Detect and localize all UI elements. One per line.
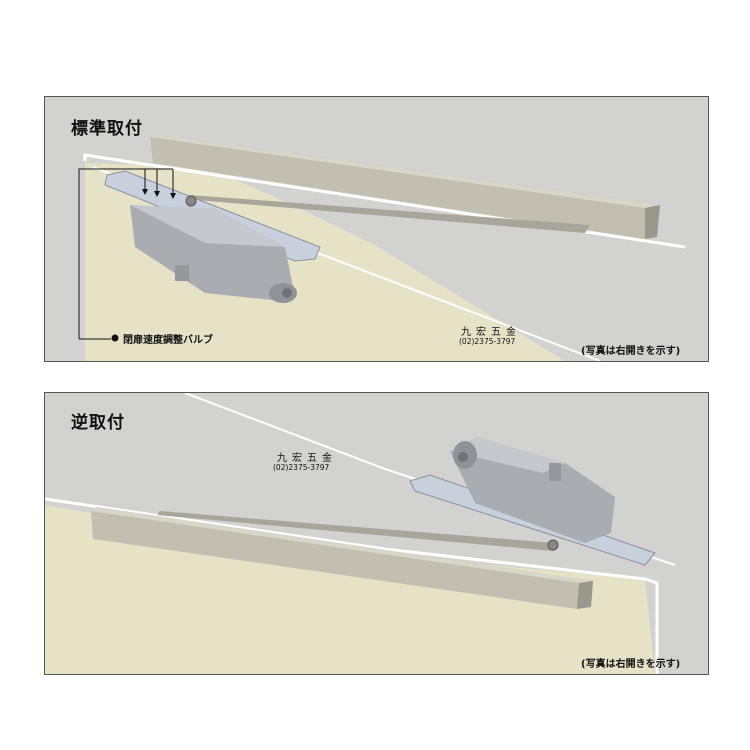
- panel-title: 逆取付: [71, 413, 125, 433]
- watermark-phone: (02)2375-3797: [459, 337, 516, 346]
- photo-note: (写真は右開きを示す): [581, 346, 681, 357]
- door-frame-line: [83, 153, 686, 249]
- link-arm: [185, 195, 590, 233]
- reverse-mount-illustration: [45, 393, 676, 674]
- watermark-name: 九宏五金: [461, 327, 521, 338]
- main-arm-bar: [150, 135, 660, 239]
- main-arm-bar: [91, 507, 593, 609]
- watermark-name: 九宏五金: [277, 453, 337, 464]
- standard-mount-panel: 標準取付 閉扉速度調整バルブ 九宏五金 (02)2375-3797 (写真は右開…: [44, 96, 709, 362]
- standard-mount-illustration: [78, 135, 686, 361]
- valve-label: 閉扉速度調整バルブ: [123, 335, 213, 346]
- door-edge-line: [45, 497, 659, 674]
- watermark-phone: (02)2375-3797: [273, 463, 330, 472]
- valve-label-bullet: [111, 334, 119, 342]
- reverse-mount-panel: 逆取付 九宏五金 (02)2375-3797 (写真は右開きを示す): [44, 392, 709, 675]
- link-arm: [157, 511, 555, 551]
- panel-title: 標準取付: [71, 119, 143, 139]
- photo-note: (写真は右開きを示す): [581, 659, 681, 670]
- valve-indicator-line: [78, 168, 173, 339]
- closer-body: [130, 205, 293, 301]
- closer-body: [450, 437, 615, 543]
